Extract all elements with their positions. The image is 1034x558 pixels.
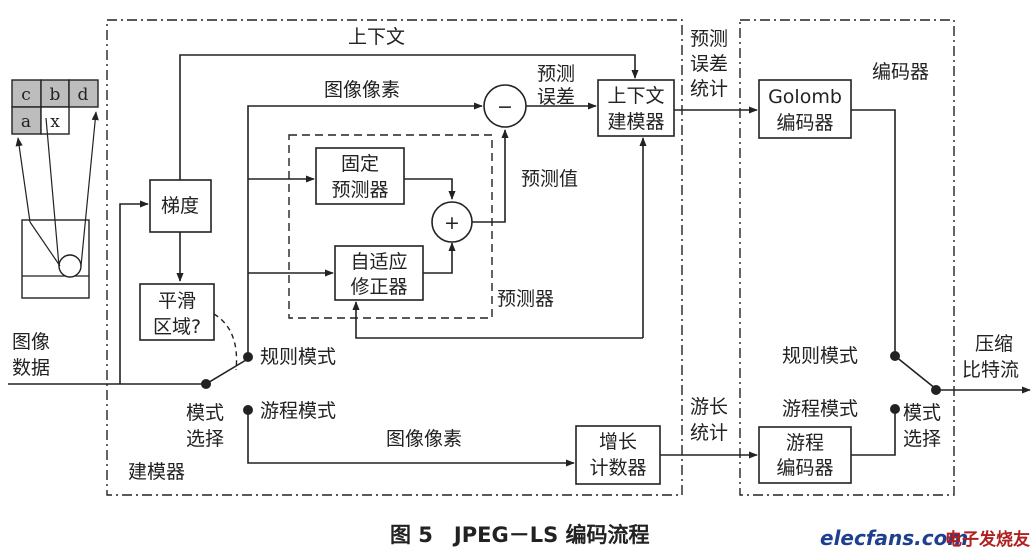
pixel-top-label: 图像像素 bbox=[324, 79, 400, 101]
golomb-encoder-label-1: Golomb bbox=[768, 86, 842, 108]
modeler-label: 建模器 bbox=[128, 461, 185, 483]
watermark-site: elecfans.com bbox=[820, 526, 968, 550]
switch-blade-left bbox=[205, 359, 247, 385]
run-encoder-box bbox=[758, 426, 852, 484]
compressed-label-2: 比特流 bbox=[962, 359, 1019, 381]
flat-region-label-1: 平滑 bbox=[158, 290, 196, 312]
run-counter-label-1: 增长 bbox=[599, 431, 637, 453]
prediction-error-label-1: 预测 bbox=[537, 63, 575, 85]
run-counter-label-2: 计数器 bbox=[589, 457, 646, 479]
run-mode-pixel-line bbox=[247, 410, 575, 467]
context-modeler-label-2: 建模器 bbox=[607, 111, 664, 133]
arrow-prediction-to-subtractor bbox=[472, 129, 509, 223]
adder-plus-symbol: + bbox=[444, 212, 460, 234]
fixed-predictor-label-2: 预测器 bbox=[331, 179, 388, 201]
adaptive-corrector-label-2: 修正器 bbox=[350, 276, 407, 298]
arrow-to-gradient bbox=[119, 200, 149, 384]
context-top-label: 上下文 bbox=[348, 26, 405, 48]
adaptive-corrector-label-1: 自适应 bbox=[350, 251, 407, 273]
fixed-predictor-label-1: 固定 bbox=[341, 153, 379, 175]
fixed-predictor-box bbox=[315, 147, 405, 205]
neighbor-cell-c: c bbox=[21, 85, 31, 105]
neighborhood-template: c b d a x bbox=[11, 79, 99, 135]
neighbor-cell-x: x bbox=[50, 112, 60, 132]
flat-region-label-2: 区域? bbox=[153, 316, 201, 338]
prediction-value-label: 预测值 bbox=[521, 168, 578, 190]
pixel-bottom-label: 图像像素 bbox=[386, 428, 462, 450]
error-stats-label-2: 误差 bbox=[690, 53, 728, 75]
regular-mode-right-label: 规则模式 bbox=[782, 345, 858, 367]
feedback-to-adaptive bbox=[352, 301, 643, 339]
context-line bbox=[179, 54, 639, 180]
regular-mode-left-label: 规则模式 bbox=[260, 346, 336, 368]
error-stats-label-3: 统计 bbox=[690, 78, 728, 100]
mode-select-right-label-2: 选择 bbox=[903, 428, 941, 450]
prediction-error-label-2: 误差 bbox=[537, 86, 575, 108]
encoder-region-border bbox=[739, 19, 955, 496]
run-stats-label-2: 统计 bbox=[690, 422, 728, 444]
mode-select-right-label-1: 模式 bbox=[903, 402, 941, 424]
image-data-label-2: 数据 bbox=[12, 357, 50, 379]
neighbor-cell-a: a bbox=[21, 112, 31, 132]
context-modeler-label-1: 上下文 bbox=[607, 85, 664, 107]
image-scan-icon bbox=[15, 111, 99, 299]
switch-blade-right bbox=[894, 355, 937, 390]
mode-select-left-label-2: 选择 bbox=[186, 428, 224, 450]
modeler-region-border bbox=[106, 19, 683, 496]
error-stats-label-1: 预测 bbox=[690, 28, 728, 50]
neighbor-cell-d: d bbox=[78, 85, 89, 105]
run-encoder-to-switch bbox=[851, 413, 896, 456]
gradient-box bbox=[149, 179, 212, 233]
run-mode-right-label: 游程模式 bbox=[782, 398, 858, 420]
flat-region-box bbox=[139, 283, 215, 341]
run-counter-box bbox=[575, 425, 661, 485]
run-mode-contact-right bbox=[890, 404, 900, 414]
image-data-label-1: 图像 bbox=[12, 331, 50, 353]
gradient-label: 梯度 bbox=[161, 195, 199, 217]
mode-select-left-label-1: 模式 bbox=[186, 402, 224, 424]
run-stats-label-1: 游长 bbox=[690, 396, 728, 418]
run-encoder-label-1: 游程 bbox=[786, 432, 824, 454]
flat-region-control-arc bbox=[213, 313, 238, 371]
compressed-label-1: 压缩 bbox=[975, 333, 1013, 355]
predictor-group-border bbox=[288, 134, 493, 319]
subtractor-minus-symbol: − bbox=[497, 96, 513, 118]
watermark-site-name: 电子发烧友 bbox=[945, 529, 1030, 550]
encoder-region-label: 编码器 bbox=[872, 61, 929, 83]
arrow-fixed-to-adder bbox=[404, 178, 456, 200]
arrow-adaptive-to-adder bbox=[423, 242, 456, 274]
run-encoder-label-2: 编码器 bbox=[776, 457, 833, 479]
context-modeler-box bbox=[597, 79, 675, 137]
golomb-encoder-label-2: 编码器 bbox=[776, 112, 833, 134]
neighbor-cell-b: b bbox=[50, 85, 61, 105]
adaptive-corrector-box bbox=[334, 245, 424, 301]
predictor-label: 预测器 bbox=[497, 288, 554, 310]
run-mode-left-label: 游程模式 bbox=[260, 400, 336, 422]
golomb-to-output bbox=[851, 109, 896, 352]
golomb-encoder-box bbox=[758, 79, 852, 139]
figure-caption: 图 5 JPEG－LS 编码流程 bbox=[390, 523, 650, 547]
